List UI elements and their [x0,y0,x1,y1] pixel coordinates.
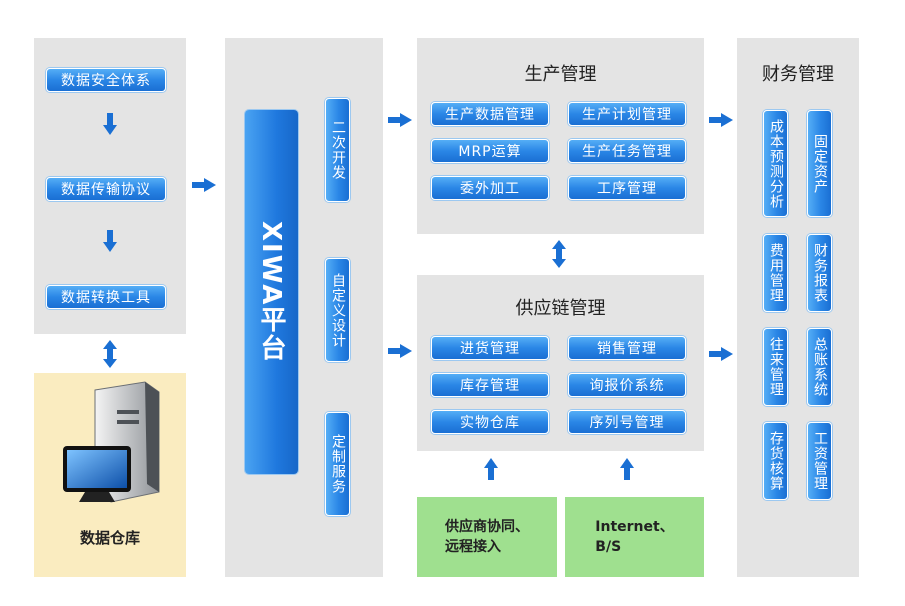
inventory-accounting-button[interactable]: 存货核算 [763,422,788,500]
down-arrow-icon [103,230,117,252]
outsourcing-button[interactable]: 委外加工 [431,176,549,200]
right-arrow-icon [709,347,733,361]
inventory-button[interactable]: 库存管理 [431,373,549,397]
production-plan-button[interactable]: 生产计划管理 [568,102,686,126]
expense-button[interactable]: 费用管理 [763,234,788,312]
accounts-button[interactable]: 往来管理 [763,328,788,406]
data-security-button[interactable]: 数据安全体系 [46,68,166,92]
double-arrow-icon [552,240,566,268]
up-arrow-icon [484,458,498,480]
right-arrow-icon [192,178,216,192]
fixed-assets-button[interactable]: 固定资产 [807,110,832,217]
internet-bs-label: Internet、 B/S [595,519,674,555]
physical-warehouse-button[interactable]: 实物仓库 [431,410,549,434]
cost-forecast-button[interactable]: 成本预测分析 [763,110,788,217]
finance-panel [737,38,859,577]
production-panel [417,38,704,234]
computer-icon [63,381,160,503]
sales-button[interactable]: 销售管理 [568,336,686,360]
custom-service-button[interactable]: 定制服务 [325,412,350,516]
mrp-button[interactable]: MRP运算 [431,139,549,163]
custom-design-button[interactable]: 自定义设计 [325,258,350,362]
data-convert-button[interactable]: 数据转换工具 [46,285,166,309]
warehouse-label: 数据仓库 [79,529,140,547]
up-arrow-icon [620,458,634,480]
payroll-button[interactable]: 工资管理 [807,422,832,500]
supplier-collab-box: 供应商协同、 远程接入 [417,497,557,577]
xiwa-platform-bar[interactable]: XIWA平台 [245,110,298,474]
finance-title: 财务管理 [762,64,834,85]
right-arrow-icon [709,113,733,127]
general-ledger-button[interactable]: 总账系统 [807,328,832,406]
secondary-dev-button[interactable]: 二次开发 [325,98,350,202]
production-title: 生产管理 [524,64,597,85]
right-arrow-icon [388,344,412,358]
data-transfer-button[interactable]: 数据传输协议 [46,177,166,201]
quotation-button[interactable]: 询报价系统 [568,373,686,397]
purchase-button[interactable]: 进货管理 [431,336,549,360]
production-data-button[interactable]: 生产数据管理 [431,102,549,126]
supplier-collab-label: 供应商协同、 远程接入 [445,519,529,555]
production-task-button[interactable]: 生产任务管理 [568,139,686,163]
platform-name: XIWA平台 [256,221,286,363]
down-arrow-icon [103,113,117,135]
double-arrow-icon [103,340,117,368]
right-arrow-icon [388,113,412,127]
supply-chain-title: 供应链管理 [515,298,606,319]
process-button[interactable]: 工序管理 [568,176,686,200]
internet-bs-box: Internet、 B/S [565,497,704,577]
serial-number-button[interactable]: 序列号管理 [568,410,686,434]
financial-report-button[interactable]: 财务报表 [807,234,832,312]
